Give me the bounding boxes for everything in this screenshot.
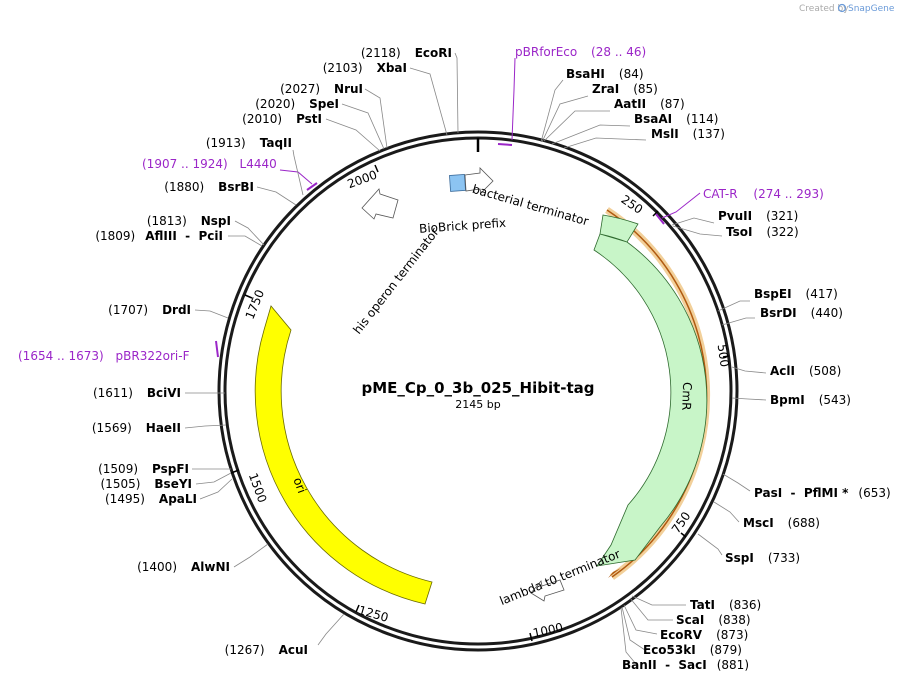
primer-name: pBRforEco [515, 45, 577, 59]
plasmid-name: pME_Cp_0_3b_025_Hibit-tag [361, 379, 594, 397]
enzyme-label: AatII(87) [614, 97, 685, 111]
enzyme-label: (1809)AflIII - PciI [95, 229, 223, 243]
enzyme-label: (1880)BsrBI [164, 180, 254, 194]
enzyme-label: AclI(508) [770, 364, 841, 378]
primer-range: (274 .. 293) [753, 187, 823, 201]
enzyme-label: (1611)BciVI [93, 386, 181, 400]
bacterial-terminator-arrow [464, 167, 494, 194]
enzyme-label: (1913)TaqII [206, 136, 292, 150]
his-operon-terminator-label: his operon terminator [350, 225, 441, 337]
cat-r-primer-arrowhead [608, 568, 621, 578]
tick-500: 500 [715, 343, 732, 368]
biobrick-prefix-label: BioBrick prefix [419, 216, 507, 236]
enzyme-label: TsoI(322) [726, 225, 799, 239]
primer-range: (1654 .. 1673) [18, 349, 104, 363]
enzyme-label: BsrDI(440) [760, 306, 843, 320]
primer-range: (1907 .. 1924) [142, 157, 228, 171]
snapgene-logo-icon [837, 3, 847, 13]
primer-name: L4440 [240, 157, 277, 171]
lambda-t0-terminator-label: lambda t0 terminator [498, 547, 623, 608]
enzyme-label: Eco53kI(879) [643, 643, 742, 657]
primer-pbr322ori-f: (1654 .. 1673) pBR322ori-F [18, 349, 190, 363]
enzyme-label: SspI(733) [725, 551, 800, 565]
enzyme-label: TatI(836) [690, 598, 761, 612]
enzyme-label: BspEI(417) [754, 287, 838, 301]
enzyme-label: (2010)PstI [242, 112, 322, 126]
enzyme-label: BsaHI(84) [566, 67, 644, 81]
primer-range: (28 .. 46) [591, 45, 646, 59]
ori-label: ori [290, 476, 308, 495]
plasmid-length: 2145 bp [455, 398, 500, 411]
primer-l4440: (1907 .. 1924) L4440 [142, 157, 277, 171]
biobrick-prefix-box [449, 174, 466, 192]
tick-marks [230, 164, 730, 642]
ori-feature-arrow [254, 305, 433, 605]
enzyme-label: (1813)NspI [147, 214, 231, 228]
enzyme-label: BanII - SacI(881) [622, 658, 749, 672]
enzyme-label: (1505)BseYI [101, 477, 193, 491]
enzyme-label: MscI(688) [743, 516, 820, 530]
his-operon-terminator-arrow [361, 188, 399, 220]
enzyme-label: ScaI(838) [676, 613, 751, 627]
primer-name: pBR322ori-F [116, 349, 190, 363]
enzyme-label: (2118)EcoRI [361, 46, 452, 60]
enzyme-label: (2103)XbaI [323, 61, 407, 75]
enzyme-labels-left: (1267)AcuI (1400)AlwNI (1495)ApaLI (1505… [92, 46, 452, 657]
primer-name: CAT-R [703, 187, 738, 201]
enzyme-label: BpmI(543) [770, 393, 851, 407]
enzyme-label: (2020)SpeI [255, 97, 339, 111]
enzyme-label: (1400)AlwNI [137, 560, 230, 574]
enzyme-label: ZraI(85) [592, 82, 658, 96]
enzyme-label: (2027)NruI [280, 82, 363, 96]
enzyme-label: BsaAI(114) [634, 112, 718, 126]
enzyme-label: EcoRV(873) [660, 628, 748, 642]
tick-1000: 1000 [532, 620, 565, 640]
cmr-feature-arrow [593, 214, 708, 567]
primer-markers [215, 143, 665, 358]
enzyme-label: (1267)AcuI [225, 643, 308, 657]
credit-brand: SnapGene [848, 4, 895, 14]
enzyme-labels-right: BsaHI(84) ZraI(85) AatII(87) BsaAI(114) … [566, 67, 891, 672]
enzyme-label: (1495)ApaLI [105, 492, 197, 506]
primer-cat-r: CAT-R (274 .. 293) [703, 187, 824, 201]
lambda-t0-terminator-arrow [530, 579, 565, 602]
enzyme-label: MslI(137) [651, 127, 725, 141]
enzyme-leader-lines [184, 52, 767, 665]
enzyme-label: (1707)DrdI [108, 303, 191, 317]
enzyme-label: (1569)HaeII [92, 421, 181, 435]
enzyme-label: (1509)PspFI [98, 462, 189, 476]
credit-text: Created by [799, 4, 849, 14]
enzyme-label: PvuII(321) [718, 209, 798, 223]
cmr-label: CmR [679, 382, 694, 411]
primer-pbrforeco: pBRforEco (28 .. 46) [515, 45, 646, 59]
enzyme-label: PasI - PflMI *(653) [754, 486, 891, 500]
